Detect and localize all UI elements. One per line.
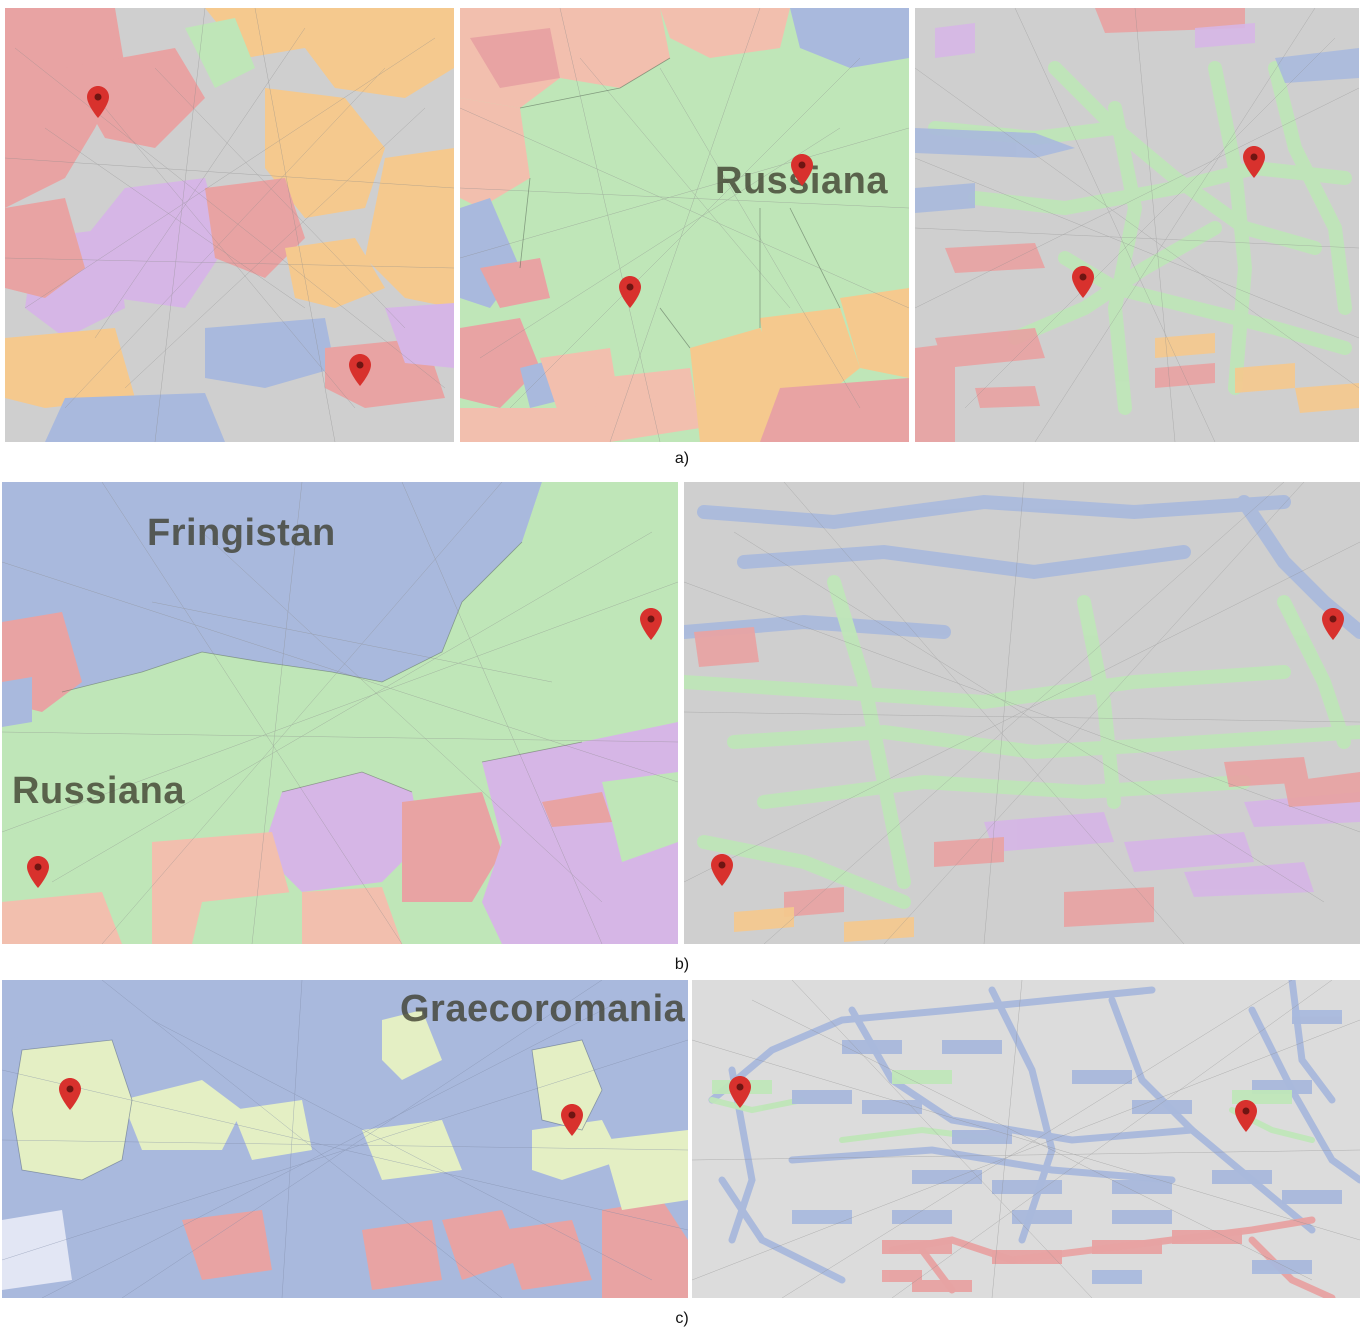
map-pin-icon[interactable]: [1072, 266, 1094, 298]
region-label-russiana: Russiana: [12, 770, 185, 812]
caption-c: c): [675, 1310, 689, 1327]
map-pin-icon[interactable]: [87, 86, 109, 118]
map-panel-a1[interactable]: [5, 8, 454, 442]
map-pin-icon[interactable]: [59, 1078, 81, 1110]
map-c1-regions: [2, 980, 688, 1298]
map-pin-icon[interactable]: [791, 154, 813, 186]
map-pin-icon[interactable]: [729, 1076, 751, 1108]
map-pin-icon[interactable]: [1322, 608, 1344, 640]
map-pin-icon[interactable]: [349, 354, 371, 386]
map-panel-b1[interactable]: Fringistan Russiana: [2, 482, 678, 944]
map-pin-icon[interactable]: [1235, 1100, 1257, 1132]
map-a2-regions: [460, 8, 909, 442]
map-a1-regions: [5, 8, 454, 442]
region-label-fringistan: Fringistan: [147, 512, 336, 554]
map-pin-icon[interactable]: [561, 1104, 583, 1136]
map-panel-c2[interactable]: [692, 980, 1360, 1298]
map-panel-c1[interactable]: Graecoromania: [2, 980, 688, 1298]
map-panel-b2[interactable]: [684, 482, 1360, 944]
caption-b: b): [674, 956, 690, 973]
map-panel-a2[interactable]: Russiana: [460, 8, 909, 442]
region-label-graecoromania: Graecoromania: [400, 988, 686, 1030]
map-pin-icon[interactable]: [711, 854, 733, 886]
map-c2-regions: [692, 980, 1360, 1298]
map-a3-regions: [915, 8, 1359, 442]
map-pin-icon[interactable]: [640, 608, 662, 640]
map-panel-a3[interactable]: [915, 8, 1359, 442]
caption-a: a): [674, 450, 690, 467]
map-pin-icon[interactable]: [27, 856, 49, 888]
map-pin-icon[interactable]: [619, 276, 641, 308]
map-pin-icon[interactable]: [1243, 146, 1265, 178]
map-b1-regions: [2, 482, 678, 944]
map-b2-regions: [684, 482, 1360, 944]
